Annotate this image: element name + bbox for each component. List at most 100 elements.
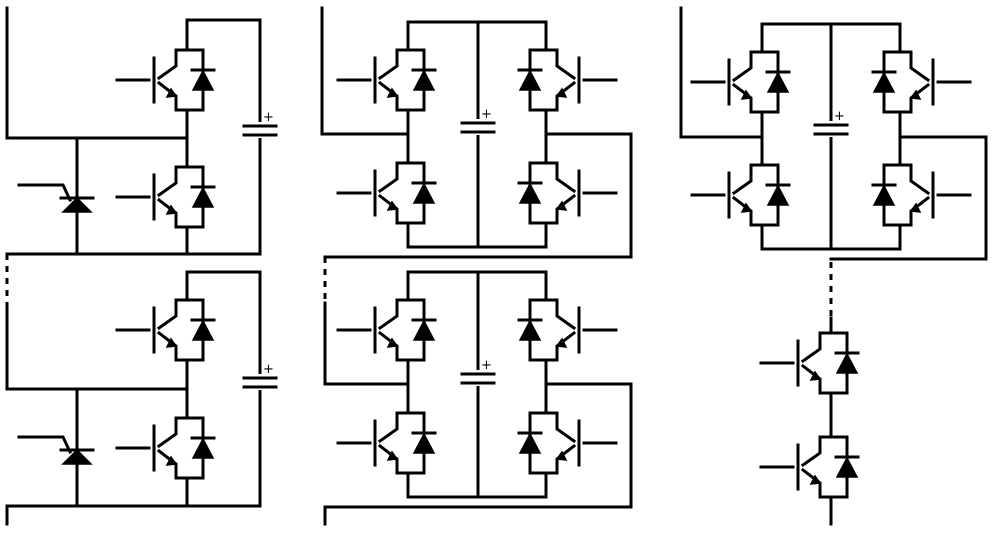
emitter-arrow-icon (555, 450, 568, 461)
igbt-stroke (800, 317, 833, 364)
igbt-stroke (185, 298, 205, 376)
capacitor: + (813, 109, 849, 137)
thyristor-icon (61, 196, 93, 213)
capacitor-polarity-label: + (834, 109, 845, 124)
igbt-stroke (406, 48, 426, 126)
igbt-stroke (544, 284, 577, 331)
emitter-arrow-icon (740, 89, 753, 100)
igbt-stroke (185, 48, 205, 126)
igbt-stroke (156, 402, 189, 449)
igbt-stroke (377, 147, 410, 194)
capacitor: + (242, 362, 278, 390)
igbt-stroke (544, 397, 577, 444)
emitter-arrow-icon (555, 337, 568, 348)
wire (679, 6, 764, 139)
igbt-stroke (377, 34, 410, 81)
emitter-arrow-icon (386, 450, 399, 461)
igbt-upper (115, 284, 216, 376)
igbt-q2 (336, 397, 437, 489)
igbt-stroke (185, 165, 205, 243)
emitter-arrow-icon (165, 204, 178, 215)
emitter-arrow-icon (909, 89, 922, 100)
emitter-arrow-icon (809, 474, 822, 485)
emitter-arrow-icon (386, 200, 399, 211)
igbt-q1 (690, 36, 791, 128)
igbt-stroke (882, 50, 902, 128)
capacitor-polarity-label: + (263, 362, 274, 377)
igbt-stroke (156, 284, 189, 331)
diode-icon (518, 69, 542, 91)
igbt-q3 (517, 284, 618, 376)
igbt-q1 (336, 34, 437, 126)
igbt-stroke (882, 163, 902, 241)
diode-icon (518, 432, 542, 454)
igbt-stroke (800, 421, 833, 468)
wire (320, 6, 410, 136)
capacitor: + (460, 107, 496, 135)
igbt-lower (115, 151, 216, 243)
igbt-stroke (898, 149, 931, 196)
igbt-q4 (517, 397, 618, 489)
diode-icon (872, 71, 896, 93)
thyristor-icon (61, 448, 93, 465)
emitter-arrow-icon (809, 370, 822, 381)
igbt-stroke (185, 416, 205, 494)
emitter-arrow-icon (165, 87, 178, 98)
capacitor-polarity-label: + (263, 110, 274, 125)
emitter-arrow-icon (555, 200, 568, 211)
half-bridge-cell-1: + (5, 6, 278, 256)
capacitor: + (460, 358, 496, 386)
igbt-stroke (377, 397, 410, 444)
half-bridge-cell-2: + (5, 270, 278, 526)
igbt-stroke (731, 149, 764, 196)
igbt-q1 (336, 284, 437, 376)
igbt-stroke (898, 36, 931, 83)
thyristor (17, 435, 95, 465)
emitter-arrow-icon (386, 337, 399, 348)
diode-icon (766, 71, 790, 93)
igbt-q4 (517, 147, 618, 239)
wire (323, 132, 633, 259)
diode-icon (412, 69, 436, 91)
igbt-stroke (406, 298, 426, 376)
igbt-stroke (528, 48, 548, 126)
igbt-q4 (871, 149, 972, 241)
diode-icon (518, 182, 542, 204)
igbt-stroke (406, 411, 426, 489)
wire (323, 301, 410, 386)
igbt-q2 (690, 149, 791, 241)
emitter-arrow-icon (386, 87, 399, 98)
igbt-stroke (528, 298, 548, 376)
igbt-stroke (156, 151, 189, 198)
capacitor: + (242, 110, 278, 138)
full-bridge-cell-1: + (320, 6, 633, 259)
diode-icon (412, 432, 436, 454)
igbt-stroke (377, 284, 410, 331)
emitter-arrow-icon (909, 202, 922, 213)
igbt-stroke (528, 411, 548, 489)
igbt-series-lower (759, 421, 860, 513)
diode-icon (518, 319, 542, 341)
series-igbt-valve (759, 316, 860, 526)
igbt-q2 (336, 147, 437, 239)
thyristor (17, 183, 95, 213)
diode-icon (412, 182, 436, 204)
wire (5, 6, 189, 140)
igbt-stroke (528, 161, 548, 239)
igbt-stroke (760, 163, 780, 241)
full-bridge-cell-3: + (679, 6, 988, 261)
full-bridge-cell-2: + (323, 270, 633, 526)
wire (323, 382, 633, 526)
wire (5, 303, 189, 391)
diode-icon (872, 184, 896, 206)
diode-icon (191, 186, 215, 208)
igbt-stroke (731, 36, 764, 83)
emitter-arrow-icon (555, 87, 568, 98)
diode-icon (412, 319, 436, 341)
igbt-stroke (544, 147, 577, 194)
igbt-stroke (760, 50, 780, 128)
diode-icon (191, 69, 215, 91)
igbt-stroke (829, 331, 849, 409)
